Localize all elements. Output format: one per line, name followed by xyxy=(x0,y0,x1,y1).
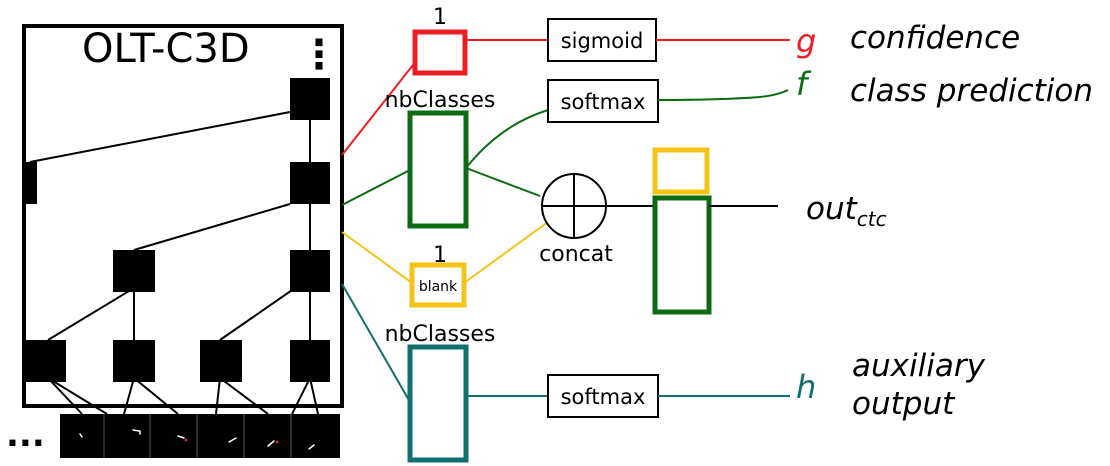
confidence-description: confidence xyxy=(850,20,1020,56)
auxiliary-softmax-label: softmax xyxy=(561,385,646,409)
auxiliary-description-line2: output xyxy=(852,386,956,422)
confidence-head: 1 sigmoid g confidence xyxy=(412,5,1020,76)
class-branch-line xyxy=(341,169,411,206)
ctc-output-label: outctc xyxy=(806,191,887,231)
tree-node xyxy=(113,250,155,292)
blank-head: 1 blank xyxy=(409,221,549,308)
vertical-ellipsis: ⋮ xyxy=(299,32,339,78)
olt-c3d-network: OLT-C3D ⋮ xyxy=(6,24,344,458)
auxiliary-softmax-box xyxy=(547,374,659,418)
network-title: OLT-C3D xyxy=(82,26,250,72)
ctc-class-box xyxy=(652,195,712,315)
concat-ctc: concat outctc xyxy=(539,147,887,315)
auxiliary-head: nbClasses softmax h auxiliary output xyxy=(385,322,986,463)
tree-node xyxy=(200,340,242,382)
tree-node xyxy=(113,340,155,382)
class-prediction-head: nbClasses softmax f class prediction xyxy=(385,65,1093,229)
class-size-label: nbClasses xyxy=(385,88,496,113)
blank-layer-box xyxy=(409,262,467,308)
auxiliary-branch-line xyxy=(341,283,411,403)
auxiliary-symbol: h xyxy=(796,368,816,406)
auxiliary-description-line1: auxiliary xyxy=(852,348,986,384)
branch-connectors xyxy=(341,64,414,403)
confidence-size-label: 1 xyxy=(433,5,447,30)
tree-node xyxy=(290,250,330,292)
tree-node xyxy=(24,340,66,382)
confidence-layer-box xyxy=(412,29,468,76)
softmax-label: softmax xyxy=(561,90,646,114)
auxiliary-size-label: nbClasses xyxy=(385,322,496,347)
tree-connections xyxy=(29,111,319,415)
sigmoid-label: sigmoid xyxy=(561,29,644,53)
tree-node xyxy=(290,340,330,382)
blank-branch-line xyxy=(341,231,413,284)
class-description: class prediction xyxy=(850,73,1093,109)
input-frames: ... xyxy=(6,414,340,458)
blank-size-label: 1 xyxy=(433,243,447,268)
input-frame-strip xyxy=(60,414,340,458)
confidence-branch-line xyxy=(341,64,414,156)
auxiliary-layer-box xyxy=(407,344,469,463)
class-symbol: f xyxy=(796,65,812,103)
horizontal-ellipsis: ... xyxy=(6,415,45,455)
ctc-blank-box xyxy=(652,147,710,195)
tree-node xyxy=(290,162,330,204)
tree-node xyxy=(290,78,330,120)
confidence-symbol: g xyxy=(796,22,816,60)
network-frame xyxy=(22,24,344,408)
tree-node xyxy=(24,162,37,204)
tree-nodes xyxy=(24,78,330,382)
concat-label: concat xyxy=(539,242,613,267)
blank-box-label: blank xyxy=(419,279,458,295)
class-layer-box xyxy=(407,110,469,229)
